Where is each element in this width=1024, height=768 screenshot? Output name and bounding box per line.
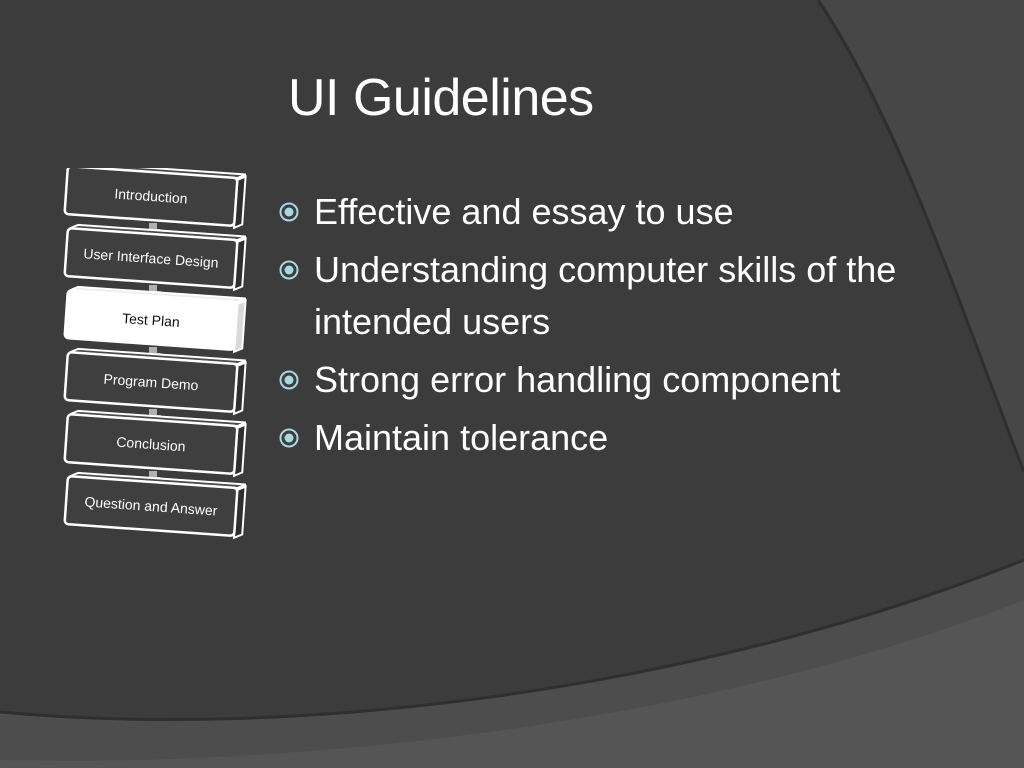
flow-step: User Interface Design <box>63 223 247 292</box>
bullet-text: Understanding computer skills of the int… <box>314 249 897 342</box>
circled-dot-bullet-icon <box>279 428 299 448</box>
flow-step-box <box>63 413 239 475</box>
flow-step-box <box>63 475 239 537</box>
flow-step-label: Introduction <box>114 185 188 206</box>
flow-step: Introduction <box>63 168 247 230</box>
flow-step-box <box>63 227 239 289</box>
flow-step-label: Test Plan <box>122 310 181 330</box>
bullet-item: Effective and essay to use <box>272 186 944 238</box>
flow-step: Program Demo <box>63 347 247 416</box>
background-swoosh-bottom-edge <box>0 558 1024 722</box>
bullet-text: Maintain tolerance <box>314 417 609 458</box>
background-swoosh-bottom-light <box>0 600 1024 768</box>
circled-dot-bullet-icon <box>279 202 299 222</box>
slide-title: UI Guidelines <box>288 69 594 127</box>
flow-step-box <box>63 289 239 351</box>
background-swoosh-right-edge <box>816 0 1024 473</box>
bullet-item: Maintain tolerance <box>272 412 944 464</box>
bullet-item: Understanding computer skills of the int… <box>272 244 944 348</box>
flow-step-label: Conclusion <box>116 434 186 455</box>
bullet-text: Effective and essay to use <box>314 191 734 232</box>
flow-step: Question and Answer <box>63 471 247 540</box>
flow-step-box <box>63 168 239 227</box>
circled-dot-bullet-icon <box>279 370 299 390</box>
flow-step-label: Program Demo <box>103 371 199 394</box>
flow-step-box <box>63 351 239 413</box>
flow-step: Conclusion <box>63 409 247 478</box>
flow-step: Test Plan <box>63 285 247 354</box>
background-swoosh-right <box>820 0 1024 470</box>
circled-dot-bullet-icon <box>279 260 299 280</box>
bullet-text: Strong error handling component <box>314 359 841 400</box>
bullet-item: Strong error handling component <box>272 354 944 406</box>
